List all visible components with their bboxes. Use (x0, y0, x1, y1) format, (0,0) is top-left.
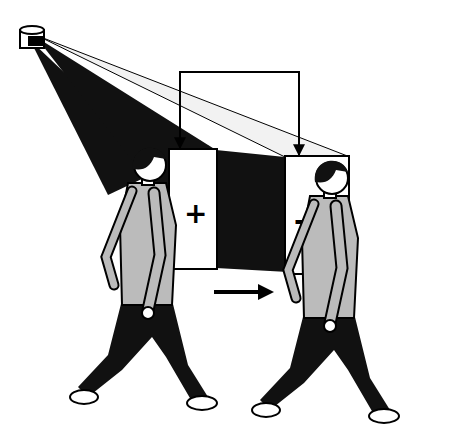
walking-person (252, 161, 399, 423)
wire-connector (180, 72, 299, 155)
shadow-beam (36, 37, 288, 272)
capacitor-plate: + (168, 148, 218, 270)
capacitor-plate: - (284, 155, 350, 275)
light-beam (38, 36, 350, 157)
lamp (20, 26, 44, 48)
walking-person (70, 148, 217, 410)
polarity-sign: + (184, 200, 216, 228)
polarity-sign: - (294, 207, 348, 235)
direction-arrow (214, 284, 274, 300)
